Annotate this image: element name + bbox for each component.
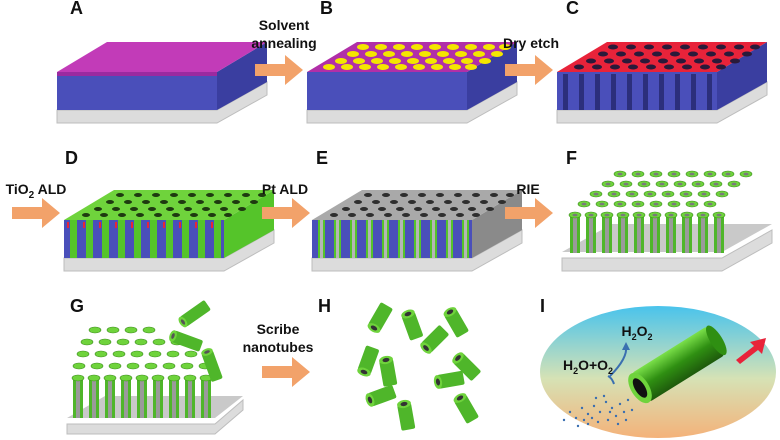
panel-label-a: A [70,0,83,18]
arrow-scribe [262,357,310,387]
panel-i-propulsion [540,306,776,438]
panel-label-e: E [316,148,329,168]
panel-e-pt [311,190,523,272]
panel-label-c: C [566,0,579,18]
panel-label-d: D [65,148,78,168]
step-scribe-line1: Scribe [256,321,300,337]
arrow-dry-etch [505,55,553,85]
label-h2o2: H2O2 [612,322,662,346]
panel-label-b: B [320,0,333,18]
prod-b: O+O [578,357,609,373]
step-solvent-line1: Solvent [258,17,310,33]
panel-f-nanotubes [561,170,773,272]
panel-g-scribed [66,300,244,435]
arrow-solvent [255,55,303,85]
step-scribe: Scribe nanotubes [240,320,316,356]
step-tio2-b: ALD [34,181,67,197]
label-products: H2O+O2 [548,356,628,380]
panel-h-dispersed [356,301,482,431]
arrow-rie [505,198,553,228]
prod-sub2: 2 [608,365,614,376]
step-pt-ald: Pt ALD [261,181,309,197]
step-solvent: Solvent annealing [244,16,324,52]
arrow-tio2-ald [12,198,60,228]
prod-a: H [562,357,574,373]
panel-c-etched [556,42,768,124]
h2o2-sub2: 2 [647,331,653,342]
h2o2-sub1: 2 [631,331,637,342]
panel-label-f: F [566,148,577,168]
panel-b-pattern [306,42,518,124]
step-rie: RIE [516,181,540,197]
panel-label-h: H [318,296,331,316]
step-tio2-a: TiO [5,181,29,197]
step-tio2-sub: 2 [28,189,35,201]
h2o2-a: H [621,323,632,339]
panel-d-tio2 [63,190,275,272]
panel-a-film [56,42,268,124]
h2o2-b: O [636,323,648,339]
step-tio2-ald: TiO2 ALD [0,180,72,205]
prod-sub1: 2 [573,365,579,376]
panel-label-g: G [70,296,85,316]
step-dry-etch: Dry etch [502,35,560,51]
arrow-pt-ald [262,198,310,228]
step-solvent-line2: annealing [251,35,317,51]
step-scribe-line2: nanotubes [242,339,314,355]
panel-label-i: I [540,296,546,316]
